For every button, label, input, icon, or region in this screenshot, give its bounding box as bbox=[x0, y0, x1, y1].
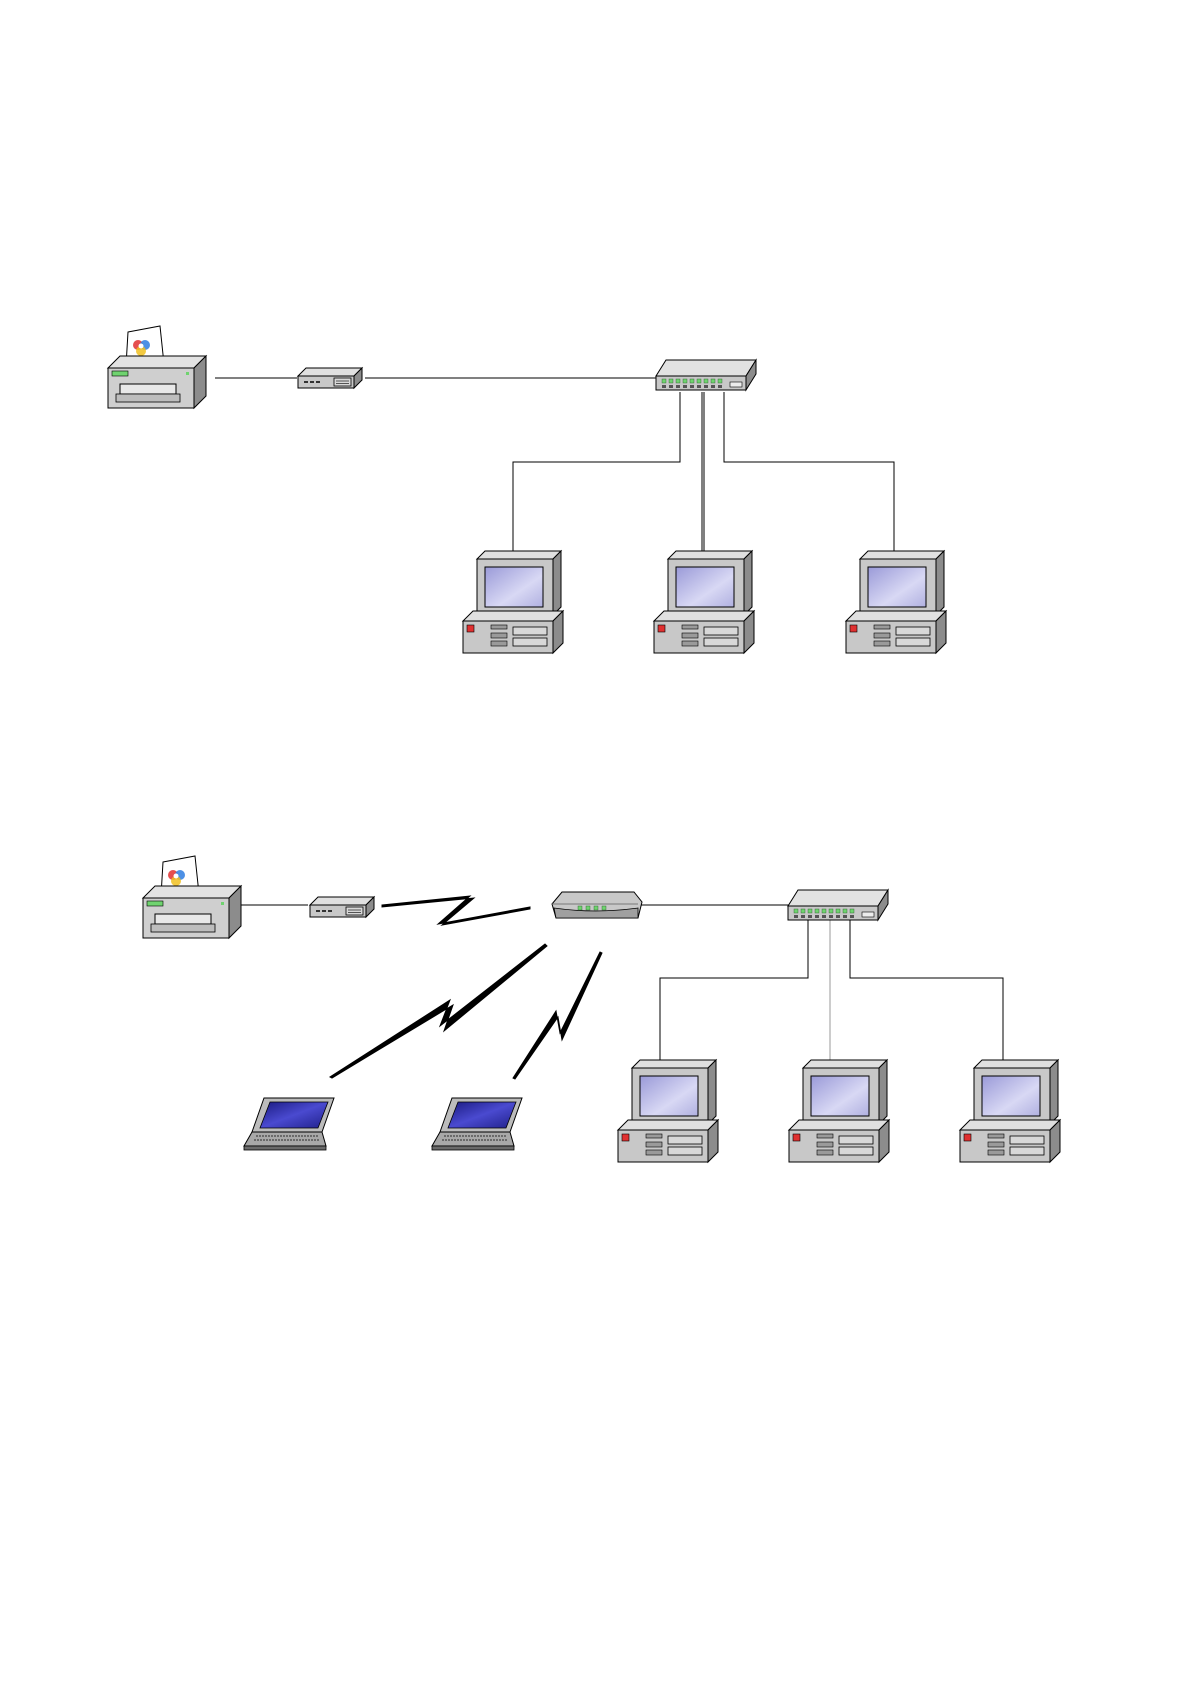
desktop-computer-icon bbox=[960, 1060, 1060, 1162]
wired-links bbox=[232, 905, 1003, 1060]
laptop-icon bbox=[244, 1098, 334, 1150]
wireless-link-access-point-to-laptop-a bbox=[330, 944, 547, 1078]
print-server-icon bbox=[310, 897, 374, 917]
desktop-computer-icon bbox=[463, 551, 563, 653]
desktop-computer-icon bbox=[654, 551, 754, 653]
link-switch-to-desktop-2c bbox=[850, 918, 1003, 1060]
desktop-computer-icon bbox=[846, 551, 946, 653]
switch-icon bbox=[788, 890, 888, 920]
network-diagram-wireless bbox=[143, 856, 1060, 1162]
link-switch-to-desktop-1c bbox=[724, 392, 894, 553]
switch-icon bbox=[656, 360, 756, 390]
desktop-computer-icon bbox=[789, 1060, 889, 1162]
wireless-links bbox=[330, 896, 602, 1079]
desktop-computer-icon bbox=[618, 1060, 718, 1162]
network-diagram-wired bbox=[108, 326, 946, 653]
wireless-link-access-point-to-laptop-b bbox=[513, 952, 602, 1079]
wireless-link-print-server-to-access-point bbox=[382, 896, 530, 925]
link-switch-to-desktop-2a bbox=[660, 918, 808, 1060]
printer-icon bbox=[108, 326, 206, 408]
wireless-access-point-icon bbox=[552, 892, 642, 918]
link-switch-to-desktop-1a bbox=[513, 392, 680, 553]
printer-icon bbox=[143, 856, 241, 938]
laptop-icon bbox=[432, 1098, 522, 1150]
wired-links bbox=[215, 378, 894, 553]
print-server-icon bbox=[298, 368, 362, 388]
